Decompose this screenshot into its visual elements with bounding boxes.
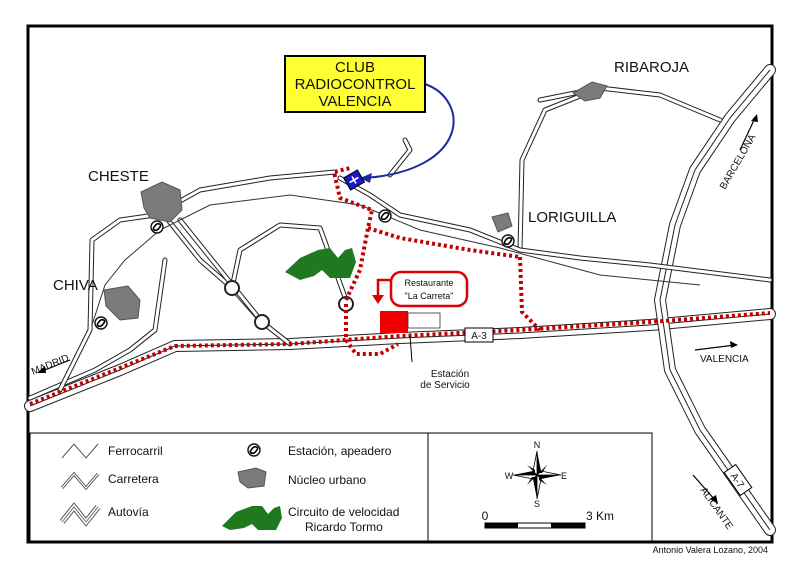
direction-label-valencia: VALENCIA	[700, 354, 749, 365]
restaurant-block	[380, 311, 408, 333]
club-title-line2: RADIOCONTROL	[295, 76, 416, 93]
scale-label-end: 3 Km	[586, 509, 614, 523]
compass-label-s: S	[534, 499, 540, 509]
compass-label-n: N	[534, 440, 541, 450]
legend-urban-symbol	[237, 467, 267, 489]
legend-highway-label: Autovía	[108, 505, 149, 519]
highway-a7	[654, 64, 776, 536]
legend: Ferrocarril Carretera Autovía Estación, …	[29, 432, 653, 542]
roundabout	[224, 280, 240, 296]
railway-station-icon	[378, 209, 392, 223]
legend-circuit-label-line2: Ricardo Tormo	[305, 520, 383, 534]
railway-station-icon	[150, 220, 164, 234]
compass-label-e: E	[561, 471, 567, 481]
urban-area-cheste	[140, 181, 183, 223]
place-label-cheste: CHESTE	[88, 168, 149, 185]
place-label-ribaroja: RIBAROJA	[614, 59, 689, 76]
club-title-line3: VALENCIA	[318, 93, 391, 110]
legend-circuit-symbol	[222, 506, 282, 530]
service-station-label-line1: Estación	[431, 369, 469, 380]
legend-railway-label: Ferrocarril	[108, 444, 163, 458]
railway-station-icon	[94, 316, 108, 330]
place-label-loriguilla: LORIGUILLA	[528, 209, 616, 226]
restaurant-pointer-arrow	[376, 278, 390, 298]
club-connector-arrowhead	[360, 173, 372, 183]
map-credit: Antonio Valera Lozano, 2004	[653, 545, 768, 555]
service-station-block	[407, 312, 441, 329]
railway-station-icon	[501, 234, 515, 248]
urban-area-ribaroja	[572, 81, 608, 102]
railway	[91, 194, 701, 326]
service-station-label-line2: de Servicio	[420, 380, 470, 391]
compass-label-w: W	[505, 471, 514, 481]
club-title-line1: CLUB	[335, 59, 375, 76]
legend-urban-label: Núcleo urbano	[288, 473, 366, 487]
place-label-chiva: CHIVA	[53, 277, 98, 294]
circuit-ricardo-tormo	[285, 248, 356, 280]
legend-road-label: Carretera	[108, 472, 159, 486]
airplane-icon	[342, 169, 366, 191]
legend-railway-symbol	[61, 443, 99, 459]
roads	[27, 85, 773, 401]
scale-bar	[484, 522, 586, 529]
restaurant-pointer-arrowhead	[372, 295, 384, 304]
restaurant-label-outline	[389, 270, 469, 308]
restaurant-name-line2: "La Carreta"	[405, 291, 454, 301]
railway-station-icon	[247, 443, 261, 457]
route	[29, 166, 771, 406]
road-shield-a3: A-3	[464, 327, 494, 343]
legend-station-label: Estación, apeadero	[288, 444, 392, 458]
compass-rose-icon	[512, 450, 562, 500]
road-shield-a3-label: A-3	[471, 331, 487, 342]
service-station-pointer	[409, 335, 413, 363]
legend-circuit-label-line1: Circuito de velocidad	[288, 505, 399, 519]
club-title-box	[284, 55, 426, 113]
scale-label-start: 0	[482, 509, 489, 523]
direction-valencia: VALENCIA	[694, 341, 749, 365]
urban-area-chiva	[103, 285, 141, 321]
roundabout	[254, 314, 270, 330]
club-connector-line	[364, 83, 455, 179]
restaurant-name-line1: Restaurante	[404, 278, 453, 288]
urban-area-loriguilla	[491, 212, 513, 233]
